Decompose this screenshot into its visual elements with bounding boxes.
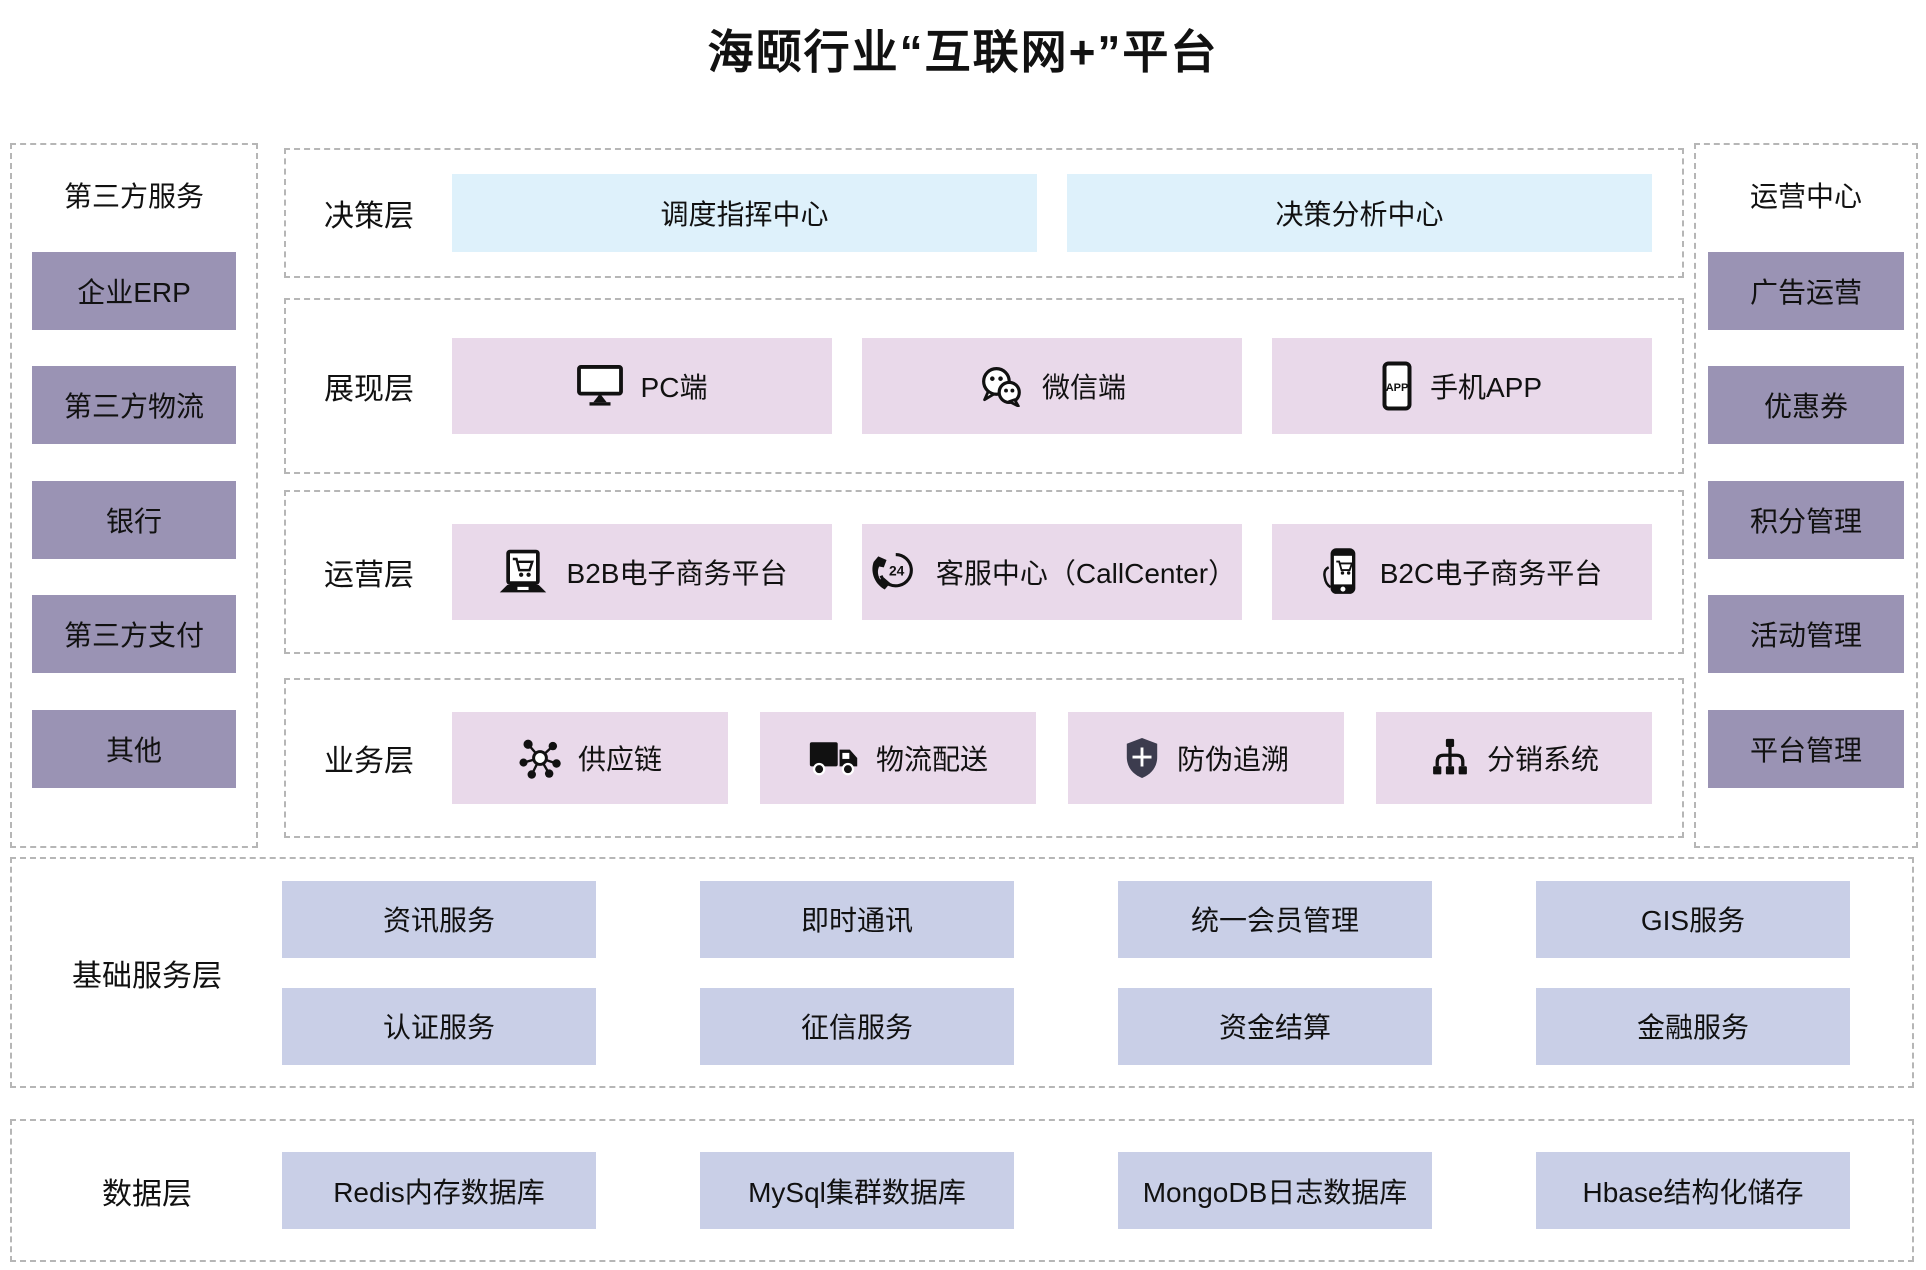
financial-service-box: 金融服务 [1536, 987, 1850, 1065]
supply-chain-label: 供应链 [577, 744, 662, 775]
business-layer-section: 业务层 [284, 678, 1684, 838]
data-layer-section: 数据层 Redis内存数据库 MySql集群数据库 MongoDB日志数据库 H… [10, 1119, 1914, 1262]
instant-messaging-box: 即时通讯 [700, 880, 1014, 958]
mongodb-db-box: MongoDB日志数据库 [1118, 1152, 1432, 1229]
b2b-ecommerce-label: B2B电子商务平台 [566, 558, 788, 589]
hbase-storage-box: Hbase结构化储存 [1536, 1152, 1850, 1229]
info-service-box: 资讯服务 [282, 880, 596, 958]
laptop-cart-icon [497, 549, 549, 595]
opcenter-item-ads: 广告运营 [1708, 251, 1904, 330]
opcenter-item-coupon: 优惠券 [1708, 366, 1904, 445]
mobile-cart-icon [1322, 546, 1362, 598]
b2b-ecommerce-box: B2B电子商务平台 [452, 524, 832, 620]
dispatch-command-center-box: 调度指挥中心 [452, 174, 1037, 252]
third-party-item-payment: 第三方支付 [32, 595, 236, 674]
third-party-panel-title: 第三方服务 [63, 181, 204, 212]
opcenter-item-points: 积分管理 [1708, 480, 1904, 559]
data-layer-label: 数据层 [102, 1177, 192, 1211]
svg-text:24: 24 [889, 564, 905, 579]
b2c-ecommerce-box: B2C电子商务平台 [1272, 524, 1652, 620]
logistics-delivery-box: 物流配送 [760, 712, 1036, 804]
third-party-item-erp: 企业ERP [32, 251, 236, 330]
operation-center-panel: 运营中心 广告运营 优惠券 积分管理 活动管理 平台管理 [1694, 143, 1918, 848]
anti-counterfeit-label: 防伪追溯 [1176, 744, 1289, 775]
wechat-icon [978, 365, 1024, 407]
fund-settlement-box: 资金结算 [1118, 987, 1432, 1065]
third-party-item-bank: 银行 [32, 480, 236, 559]
decision-layer-section: 决策层 调度指挥中心 决策分析中心 [284, 148, 1684, 278]
hierarchy-icon [1429, 737, 1471, 779]
pc-client-box: PC端 [452, 338, 832, 434]
callcenter-24-icon: 24 [868, 549, 918, 595]
monitor-icon [576, 365, 623, 407]
member-management-box: 统一会员管理 [1118, 880, 1432, 958]
logistics-delivery-label: 物流配送 [875, 744, 988, 775]
gis-service-box: GIS服务 [1536, 880, 1850, 958]
third-party-panel: 第三方服务 企业ERP 第三方物流 银行 第三方支付 其他 [10, 143, 258, 848]
wechat-client-label: 微信端 [1041, 372, 1126, 403]
opcenter-item-platform: 平台管理 [1708, 709, 1904, 788]
shield-icon [1123, 736, 1161, 780]
presentation-layer-section: 展现层 PC端 [284, 298, 1684, 474]
redis-db-box: Redis内存数据库 [282, 1152, 596, 1229]
supply-chain-box: 供应链 [452, 712, 728, 804]
phone-app-icon: APP [1382, 361, 1412, 411]
call-center-label: 客服中心（CallCenter） [935, 558, 1237, 589]
business-layer-label: 业务层 [324, 745, 414, 778]
auth-service-box: 认证服务 [282, 987, 596, 1065]
operation-layer-label: 运营层 [324, 559, 414, 592]
wechat-client-box: 微信端 [862, 338, 1242, 434]
distribution-system-label: 分销系统 [1486, 744, 1599, 775]
mysql-db-box: MySql集群数据库 [700, 1152, 1014, 1229]
third-party-item-logistics: 第三方物流 [32, 366, 236, 445]
third-party-item-other: 其他 [32, 709, 236, 788]
foundation-layer-label: 基础服务层 [72, 959, 222, 993]
operation-center-title: 运营中心 [1749, 181, 1862, 212]
decision-analysis-center-box: 决策分析中心 [1067, 174, 1652, 252]
truck-icon [808, 738, 860, 778]
distribution-system-box: 分销系统 [1376, 712, 1652, 804]
operation-layer-section: 运营层 B2B电子商务平台 24 [284, 490, 1684, 654]
pc-client-label: PC端 [640, 372, 708, 403]
presentation-layer-label: 展现层 [324, 373, 414, 406]
svg-text:APP: APP [1386, 382, 1409, 394]
network-icon [518, 736, 562, 780]
page-title: 海颐行业“互联网+”平台 [707, 26, 1219, 78]
credit-service-box: 征信服务 [700, 987, 1014, 1065]
decision-layer-label: 决策层 [324, 200, 414, 233]
opcenter-item-activity: 活动管理 [1708, 595, 1904, 674]
call-center-box: 24 客服中心（CallCenter） [862, 524, 1242, 620]
anti-counterfeit-box: 防伪追溯 [1068, 712, 1344, 804]
foundation-layer-section: 基础服务层 资讯服务 即时通讯 统一会员管理 GIS服务 认证服务 征信服务 资… [10, 857, 1914, 1088]
mobile-app-label: 手机APP [1429, 372, 1543, 403]
mobile-app-box: APP 手机APP [1272, 338, 1652, 434]
b2c-ecommerce-label: B2C电子商务平台 [1379, 558, 1603, 589]
